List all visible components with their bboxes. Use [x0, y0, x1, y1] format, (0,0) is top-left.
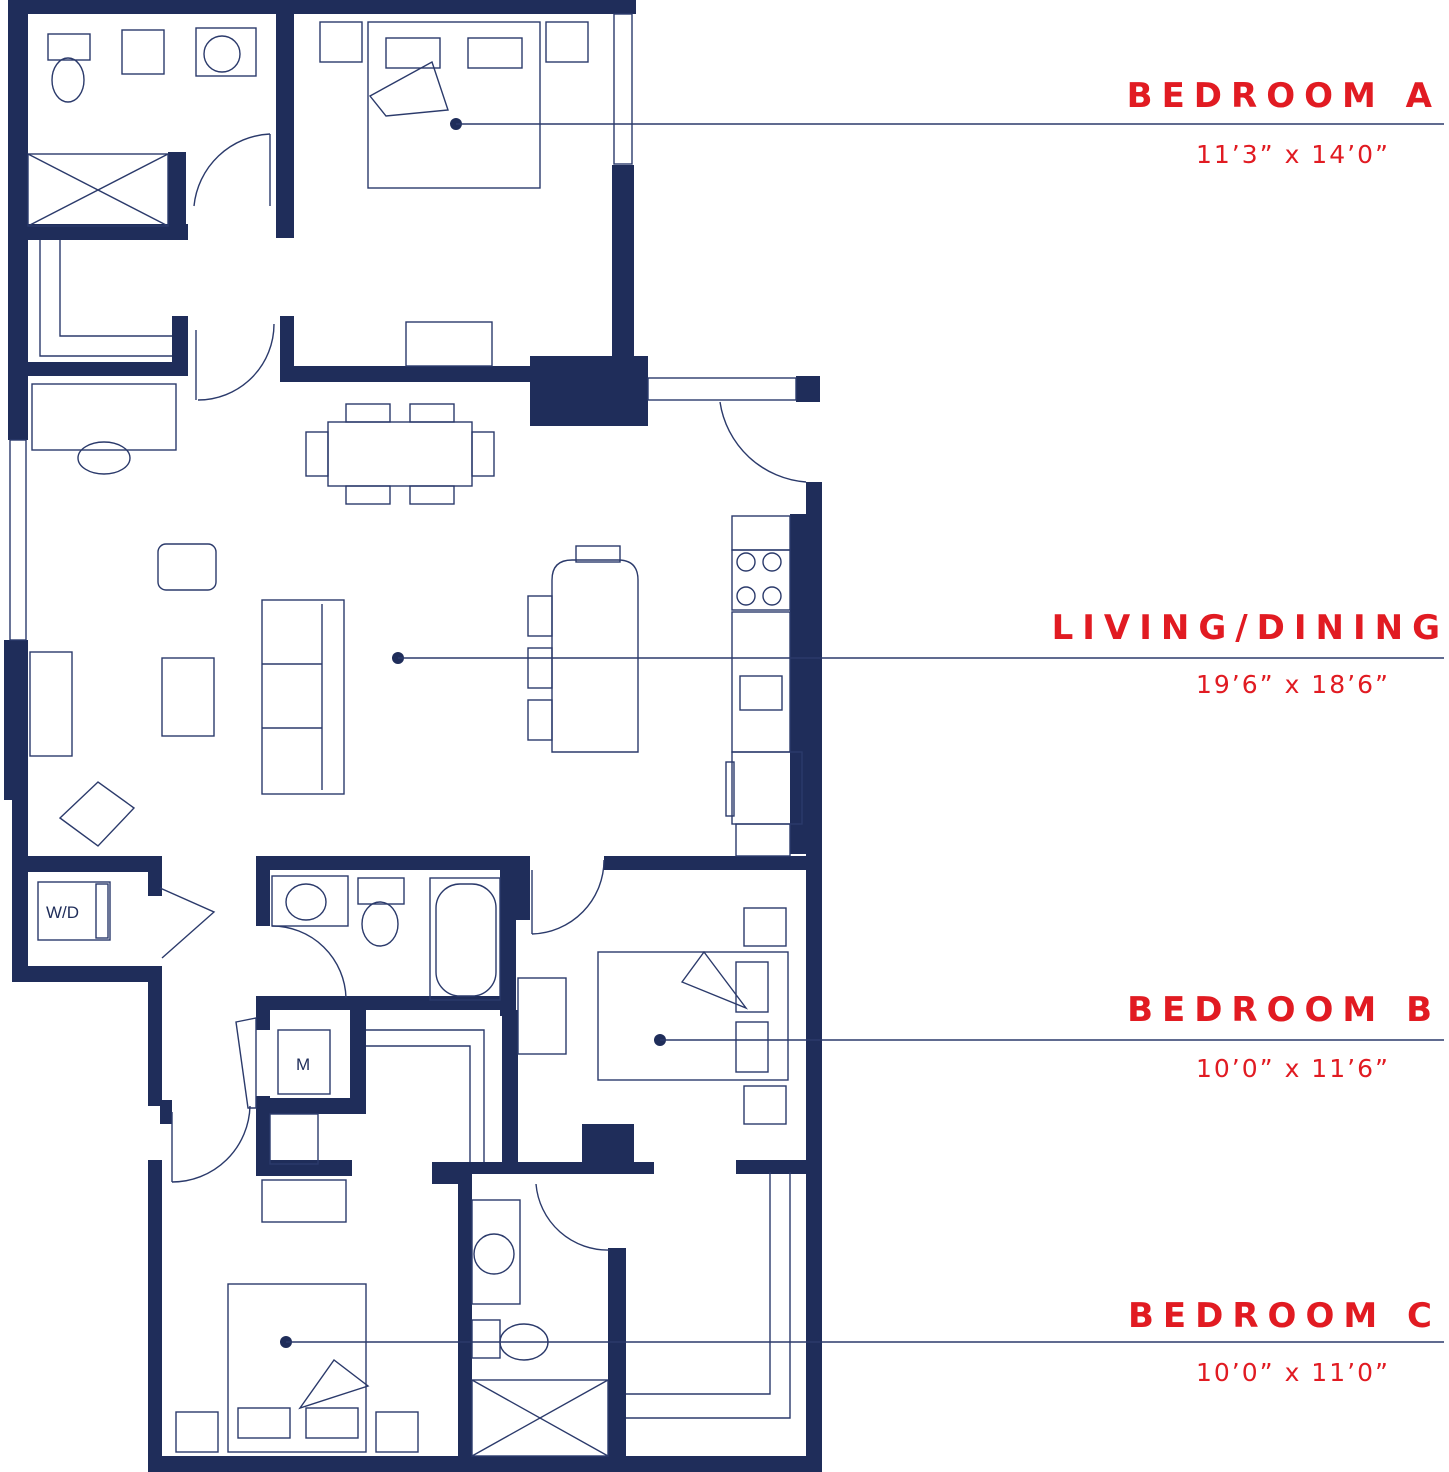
washer-dryer-label: W/D — [46, 903, 79, 922]
fixture-labels: W/D M — [46, 903, 310, 1074]
bedroom-a-title: BEDROOM A — [1126, 76, 1441, 116]
bedroom-b-title: BEDROOM B — [1127, 990, 1441, 1030]
bedroom-b-dimensions: 10’0” x 11’6” — [1196, 1054, 1390, 1083]
living-dining-title: LIVING/DINING — [1051, 608, 1449, 648]
thin-lines — [9, 13, 807, 1457]
living-dining-dimensions: 19’6” x 18’6” — [1196, 670, 1390, 699]
bedroom-c-dimensions: 10’0” x 11’0” — [1196, 1358, 1390, 1387]
walls — [4, 0, 822, 1472]
bedroom-c-title: BEDROOM C — [1128, 1296, 1441, 1336]
room-markers — [280, 118, 1444, 1348]
mechanical-label: M — [296, 1055, 310, 1074]
bedroom-a-dimensions: 11’3” x 14’0” — [1196, 140, 1390, 169]
